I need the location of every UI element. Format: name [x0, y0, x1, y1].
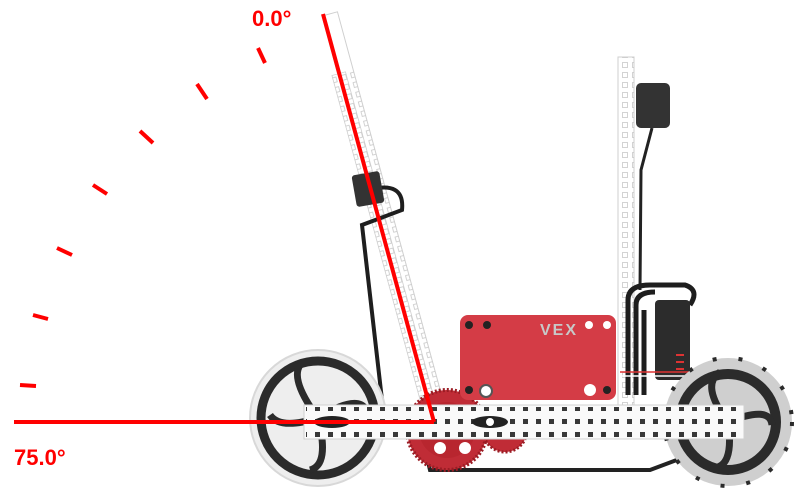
distance-sensor	[636, 83, 670, 128]
sensor-cable	[638, 127, 654, 291]
arc-tick	[256, 47, 267, 64]
arc-tick	[195, 82, 209, 101]
arc-tick	[56, 246, 73, 257]
vex-brain: VEX	[460, 315, 616, 400]
angle-indicator	[14, 13, 436, 424]
arc-tick	[32, 313, 49, 321]
bumper-sensor	[351, 171, 385, 207]
arc-tick	[19, 383, 37, 388]
vex-logo: VEX	[540, 322, 578, 339]
start-angle-line	[321, 13, 436, 423]
arc-tick	[91, 183, 109, 196]
arc-tick	[138, 129, 155, 145]
start-angle-label: 0.0°	[252, 6, 292, 31]
end-angle-label: 75.0°	[14, 445, 66, 470]
angle-arc-ticks	[19, 47, 267, 388]
motor	[620, 282, 697, 395]
